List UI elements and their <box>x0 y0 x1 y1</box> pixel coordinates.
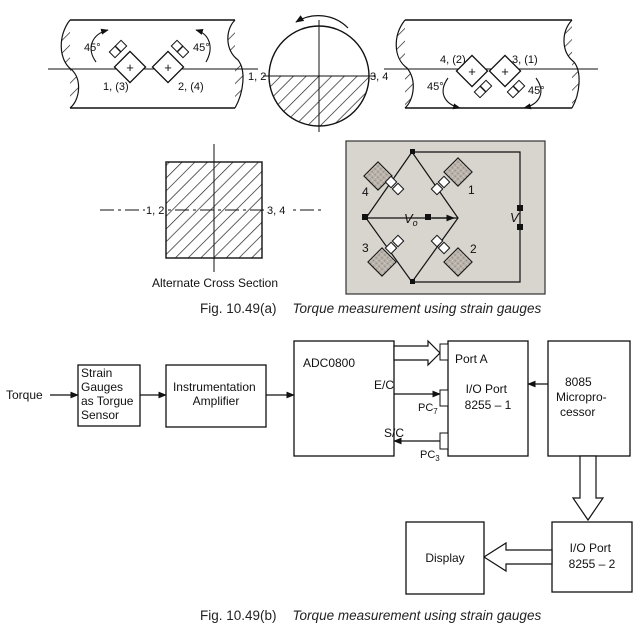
pc3-label: PC3 <box>420 449 440 463</box>
adc-block <box>293 340 395 457</box>
right-angle-left-label: 45° <box>427 81 444 93</box>
circle-label-right: 3, 4 <box>370 71 388 83</box>
bridge-label-1: 1 <box>468 183 475 197</box>
sensor-label: Strain Gauges as Torgue Sensor <box>81 366 137 422</box>
torque-label: Torque <box>6 388 43 402</box>
gauge-1-3: + <box>108 39 147 84</box>
io2-to-display-arrow <box>482 541 553 573</box>
gauge-2-label: 2, (4) <box>178 81 204 93</box>
svg-text:+: + <box>501 64 509 79</box>
block-diagram: Torque Strain Gauges as Torgue Sensor In… <box>6 339 633 595</box>
pc7-label: PC7 <box>418 402 438 416</box>
bridge-gauge-4 <box>363 161 405 196</box>
io-port-1-block <box>447 340 529 457</box>
alt-label-right: 3, 4 <box>267 205 285 217</box>
microprocessor-label: 8085 Micropro- cessor <box>556 375 610 419</box>
io-port-2-block <box>551 521 633 593</box>
gauge-4-2: + <box>455 54 493 99</box>
right-angle-right-label: 45° <box>528 85 545 97</box>
sc-label: S/C <box>384 426 404 440</box>
gauge-3-label: 3, (1) <box>512 54 538 66</box>
right-shaft: + + 4, (2) 3, (1) 45° 45° <box>384 19 598 110</box>
alt-section-caption: Alternate Cross Section <box>152 276 278 290</box>
bridge-gauge-3 <box>367 234 405 277</box>
gauge-4-label: 4, (2) <box>440 54 466 66</box>
adc-label: ADC0800 <box>303 356 355 370</box>
bus-to-io2-arrow <box>571 455 605 522</box>
svg-text:+: + <box>468 64 476 79</box>
bridge-v-label: V <box>510 210 520 225</box>
svg-text:+: + <box>126 60 134 75</box>
display-block <box>405 521 485 595</box>
alt-label-left: 1, 2 <box>146 205 164 217</box>
bridge-label-2: 2 <box>470 242 477 256</box>
data-bus-arrow <box>393 339 441 367</box>
amplifier-block <box>165 364 267 428</box>
sensor-block <box>77 364 141 427</box>
gauge-2-4: + <box>151 39 190 84</box>
fig-a-caption: Fig. 10.49(a)Torque measurement using st… <box>200 301 541 316</box>
gauge-3-1: + <box>488 54 526 99</box>
svg-text:+: + <box>164 60 172 75</box>
bridge-label-4: 4 <box>362 185 369 199</box>
ec-label: E/C <box>374 378 394 392</box>
microprocessor-block <box>547 340 631 457</box>
bridge-gauge-2 <box>430 234 473 277</box>
left-shaft: + + 45° 45° 1, (3) 2, (4) <box>48 19 258 109</box>
circle-label-left: 1, 2 <box>248 71 266 83</box>
gauge-1-label: 1, (3) <box>103 81 129 93</box>
fig-b-caption: Fig. 10.49(b)Torque measurement using st… <box>200 608 541 623</box>
left-angle-label: 45° <box>84 42 101 54</box>
io-port-2-label: I/O Port 8255 – 2 <box>569 541 616 571</box>
io-port-1-label: I/O Port 8255 – 1 <box>465 382 512 412</box>
right-angle-label: 45° <box>193 42 210 54</box>
port-a-label: Port A <box>455 352 488 366</box>
bridge-vo-label: Vo <box>404 211 418 228</box>
shaft-cross-section: 1, 2 3, 4 <box>248 15 388 132</box>
bridge-gauge-1 <box>430 157 473 196</box>
alternate-cross-section: 1, 2 3, 4 Alternate Cross Section <box>100 144 322 290</box>
bridge-label-3: 3 <box>362 241 369 255</box>
wheatstone-bridge: 4 1 3 2 Vo V <box>345 140 546 295</box>
display-label: Display <box>425 551 464 565</box>
amplifier-label: Instrumentation Amplifier <box>173 380 259 408</box>
